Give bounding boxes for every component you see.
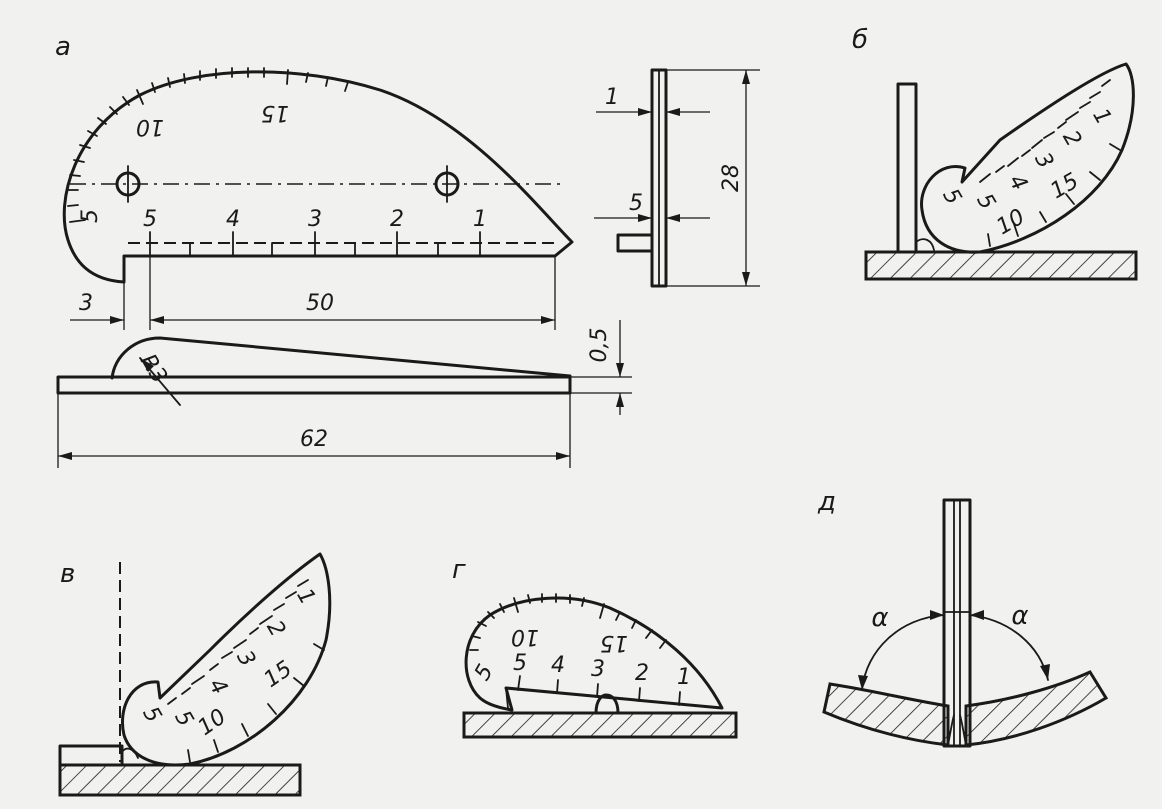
gauge-edge-view: [942, 498, 972, 748]
arc-scale-ticks: [469, 593, 667, 651]
panel-label-a: а: [55, 32, 71, 62]
dimension-0-5: [570, 320, 632, 415]
straight-scale-label-3: 3: [308, 207, 322, 232]
angle-arc-right: [969, 614, 1049, 681]
tilted-scale-label-1: 1: [1087, 104, 1116, 129]
straight-scale-ticks: [517, 675, 681, 706]
left-scale-label-5: 5: [78, 209, 103, 223]
angle-label-left: α: [871, 603, 888, 633]
weld-bead: [915, 238, 935, 251]
panel-label-g: г: [452, 555, 466, 585]
arc-scale-label-10: 10: [136, 114, 164, 139]
arc-scale-label-15: 15: [600, 630, 628, 655]
tilted-scale-label-5b: 5: [169, 706, 198, 731]
tilted-scale-ticks: [167, 579, 325, 763]
straight-scale-ticks: [149, 231, 481, 257]
tilted-scale-label-3: 3: [231, 646, 260, 671]
straight-scale-label-1: 1: [677, 665, 691, 690]
dimension-label-5: 5: [629, 191, 643, 216]
panel-label-d: д: [817, 487, 836, 517]
base-plate: [58, 763, 302, 797]
straight-scale-label-1: 1: [473, 207, 487, 232]
dimension-label-28: 28: [719, 164, 744, 192]
tilted-scale-label-15: 15: [260, 656, 297, 693]
dimension-label-3: 3: [79, 291, 93, 316]
base-plate: [462, 711, 738, 739]
angle-arrow-left-bottom: [858, 675, 868, 690]
straight-scale-label-5: 5: [143, 207, 157, 232]
pipe-right-half: [964, 670, 1109, 747]
arc-scale-label-10: 10: [511, 624, 539, 649]
straight-scale-label-5: 5: [513, 651, 527, 676]
tilted-scale-label-5a: 5: [137, 702, 166, 727]
panel-v: в 5 5 4 3 2 1 10: [58, 552, 332, 797]
dimension-label-62: 62: [300, 427, 328, 452]
vertical-plate: [896, 82, 918, 254]
tilted-scale-label-10: 10: [992, 205, 1029, 241]
gauge-tilted-outline: [920, 62, 1135, 254]
straight-scale-label-4: 4: [551, 653, 565, 678]
weld-bead: [594, 693, 620, 715]
gauge-end-view: [594, 68, 760, 288]
panel-label-b: б: [852, 25, 868, 55]
arc-scale-label-15: 15: [261, 100, 289, 125]
dimension-62: [57, 393, 571, 468]
step-plate: [58, 744, 124, 767]
angle-arrow-left-top: [930, 610, 944, 620]
panel-label-v: в: [60, 559, 75, 589]
tilted-scale-ticks: [979, 79, 1121, 247]
tilted-scale-label-5a: 5: [937, 184, 966, 209]
tilted-scale-label-4: 4: [203, 674, 232, 699]
panel-g: г 10 15 5: [452, 555, 738, 739]
panel-d: д α α: [817, 487, 1109, 748]
angle-arrow-right-bottom: [1040, 664, 1050, 680]
hole-left: [115, 165, 141, 203]
dimension-3-50: [70, 256, 556, 330]
tilted-scale-label-10: 10: [194, 704, 231, 741]
gauge-outline: [464, 596, 724, 712]
panel-b: б 5 5 4 3 2 1 10 15: [852, 25, 1138, 281]
tilted-scale-label-1: 1: [291, 584, 320, 609]
dimension-label-1: 1: [605, 85, 619, 110]
gauge-bottom-view: [56, 336, 572, 406]
tilted-scale-label-3: 3: [1029, 148, 1058, 173]
straight-scale-label-4: 4: [226, 207, 240, 232]
straight-scale-label-3: 3: [591, 657, 605, 682]
tilted-scale-label-4: 4: [1003, 170, 1032, 195]
straight-scale-label-2: 2: [390, 207, 404, 232]
dimension-label-0-5: 0,5: [587, 328, 612, 363]
weld-bead: [121, 747, 139, 759]
dimension-label-50: 50: [306, 291, 334, 316]
base-plate: [864, 250, 1138, 281]
pipe-left-half: [822, 682, 950, 747]
tilted-scale-label-2: 2: [1057, 126, 1086, 151]
left-scale-label-5: 5: [470, 660, 499, 685]
hole-right: [434, 165, 460, 203]
angle-arrow-right-top: [970, 610, 984, 620]
gauge-outline: [62, 70, 574, 284]
panel-a: а: [55, 32, 760, 468]
straight-scale-label-2: 2: [635, 661, 649, 686]
dimension-label-R3: R3: [135, 350, 172, 388]
tilted-scale-label-15: 15: [1046, 169, 1083, 205]
angle-label-right: α: [1011, 601, 1028, 631]
tilted-scale-label-5b: 5: [971, 189, 1000, 214]
gauge-edge: [505, 687, 509, 709]
arc-scale-ticks: [67, 67, 349, 223]
gauge-tilted-outline: [121, 552, 332, 767]
